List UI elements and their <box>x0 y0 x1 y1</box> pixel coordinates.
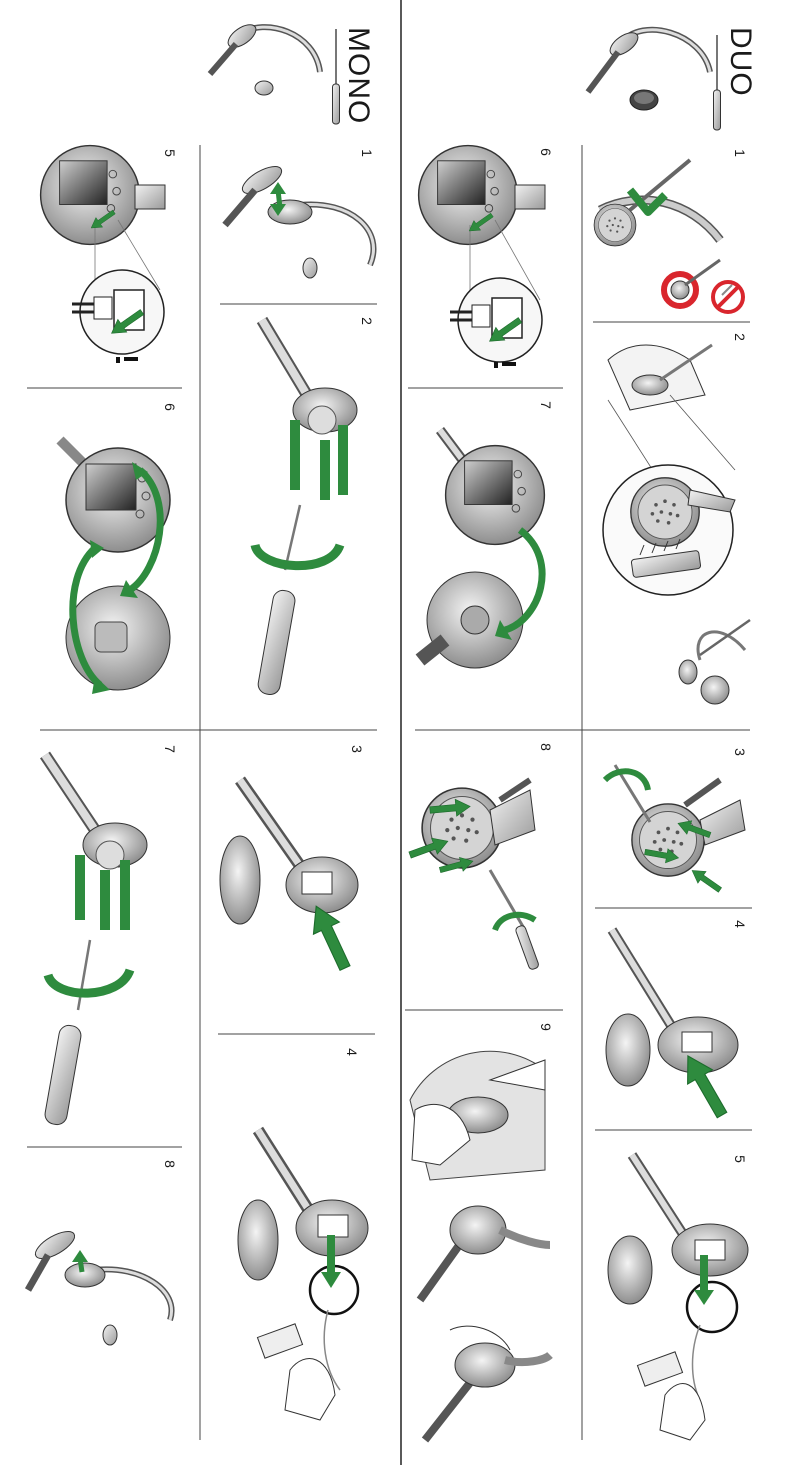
mono-step-6-number: 6 <box>163 400 177 414</box>
mono-screwdriver-icon <box>333 29 340 124</box>
mono-step-8-illustration <box>28 1226 172 1345</box>
duo-step-4-number: 4 <box>733 917 747 931</box>
duo-step-5-number: 5 <box>733 1152 747 1166</box>
duo-step-8-illustration <box>407 780 539 970</box>
mono-headset-icon <box>210 20 320 95</box>
duo-step-7-number: 7 <box>539 398 553 412</box>
duo-step-2-number: 2 <box>733 330 747 344</box>
mono-step-2-number: 2 <box>360 314 374 328</box>
duo-headset-icon <box>588 28 710 110</box>
mono-step-2-illustration <box>255 320 357 696</box>
duo-step-6-illustration <box>419 146 545 368</box>
duo-step-2-illustration <box>603 345 750 704</box>
duo-step-9-number: 9 <box>539 1020 553 1034</box>
duo-step-9-illustration <box>410 1051 550 1440</box>
no-symbol-icon <box>713 282 743 312</box>
mono-step-4-illustration <box>238 1130 368 1420</box>
mono-step-1-illustration <box>225 161 374 278</box>
duo-step-1-number: 1 <box>733 146 747 160</box>
duo-step-5-illustration <box>608 1155 748 1440</box>
duo-step-3-number: 3 <box>733 745 747 759</box>
mono-step-7-illustration <box>43 755 147 1126</box>
mono-step-3-illustration <box>220 780 358 974</box>
duo-step-3-illustration <box>605 765 745 896</box>
mono-step-5-number: 5 <box>163 146 177 160</box>
mono-step-3-number: 3 <box>350 742 364 756</box>
mono-step-6-illustration <box>60 440 170 694</box>
mono-step-8-number: 8 <box>163 1157 177 1171</box>
duo-screwdriver-icon <box>714 35 721 130</box>
duo-step-4-illustration <box>606 930 738 1122</box>
mono-step-7-number: 7 <box>163 742 177 756</box>
mono-step-5-illustration <box>41 146 165 363</box>
duo-step-8-number: 8 <box>539 740 553 754</box>
duo-title: DUO <box>723 27 757 87</box>
mono-title: MONO <box>341 27 375 107</box>
mono-step-4-number: 4 <box>345 1045 359 1059</box>
duo-step-7-illustration <box>420 430 544 668</box>
duo-step-6-number: 6 <box>539 145 553 159</box>
mono-step-1-number: 1 <box>360 146 374 160</box>
duo-step-1-illustration <box>594 160 743 312</box>
